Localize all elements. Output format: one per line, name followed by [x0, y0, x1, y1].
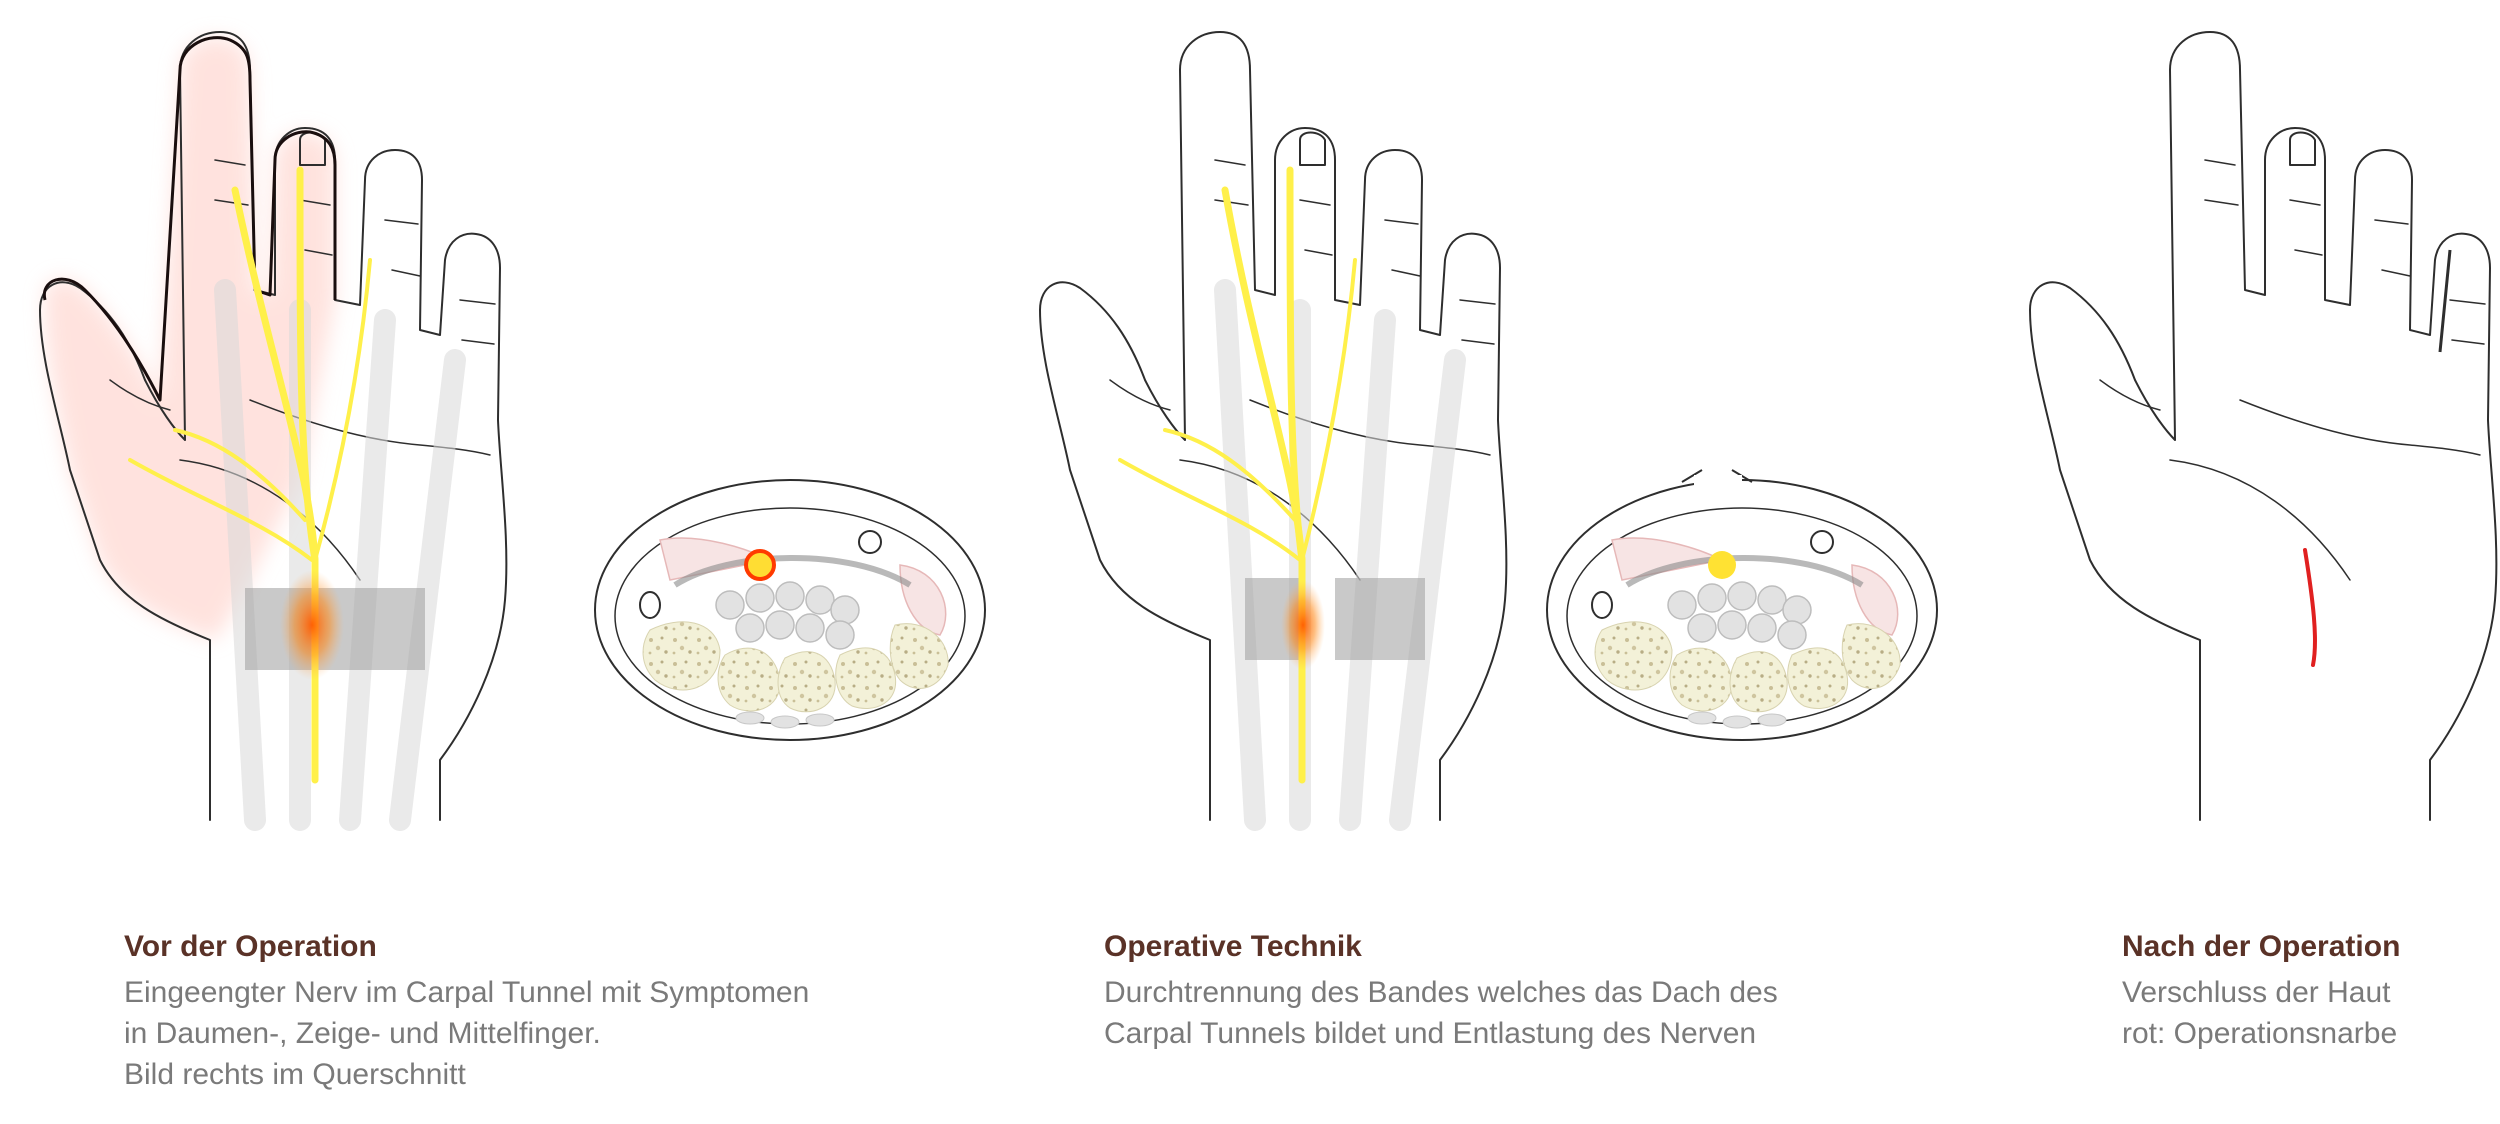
hand-during-operation	[1039, 31, 1508, 831]
panel-line: Carpal Tunnels bildet und Entlastung des…	[1104, 1017, 1757, 1050]
panel-title: Nach der Operation	[2122, 930, 2401, 963]
panel-line: in Daumen-, Zeige- und Mittelfinger.	[124, 1017, 601, 1050]
cross-section-before	[595, 480, 985, 740]
compressed-nerve	[744, 549, 776, 581]
panel-line: Verschluss der Haut	[2122, 976, 2391, 1009]
released-nerve	[1118, 166, 1357, 784]
divided-ligament-right	[1335, 578, 1425, 660]
hand-after-operation	[2029, 31, 2498, 821]
median-nerve	[128, 166, 372, 784]
panel-after: Nach der Operation Verschluss der Haut r…	[2122, 930, 2400, 1054]
cross-section-released	[1547, 469, 1937, 740]
panel-title: Vor der Operation	[124, 930, 377, 963]
panel-line: Bild rechts im Querschnitt	[124, 1058, 466, 1091]
panel-before: Vor der Operation Eingeengter Nerv im Ca…	[124, 930, 809, 1095]
panel-title: Operative Technik	[1104, 930, 1362, 963]
hand-before-operation	[39, 31, 508, 831]
nerve-compression-zone	[280, 570, 344, 680]
panel-line: Durchtrennung des Bandes welches das Dac…	[1104, 976, 1778, 1009]
panel-line: Eingeengter Nerv im Carpal Tunnel mit Sy…	[124, 976, 810, 1009]
released-nerve-section	[1708, 551, 1736, 579]
panel-technique: Operative Technik Durchtrennung des Band…	[1104, 930, 1778, 1054]
surgical-scar	[2303, 548, 2318, 667]
panel-line: rot: Operationsnarbe	[2122, 1017, 2398, 1050]
